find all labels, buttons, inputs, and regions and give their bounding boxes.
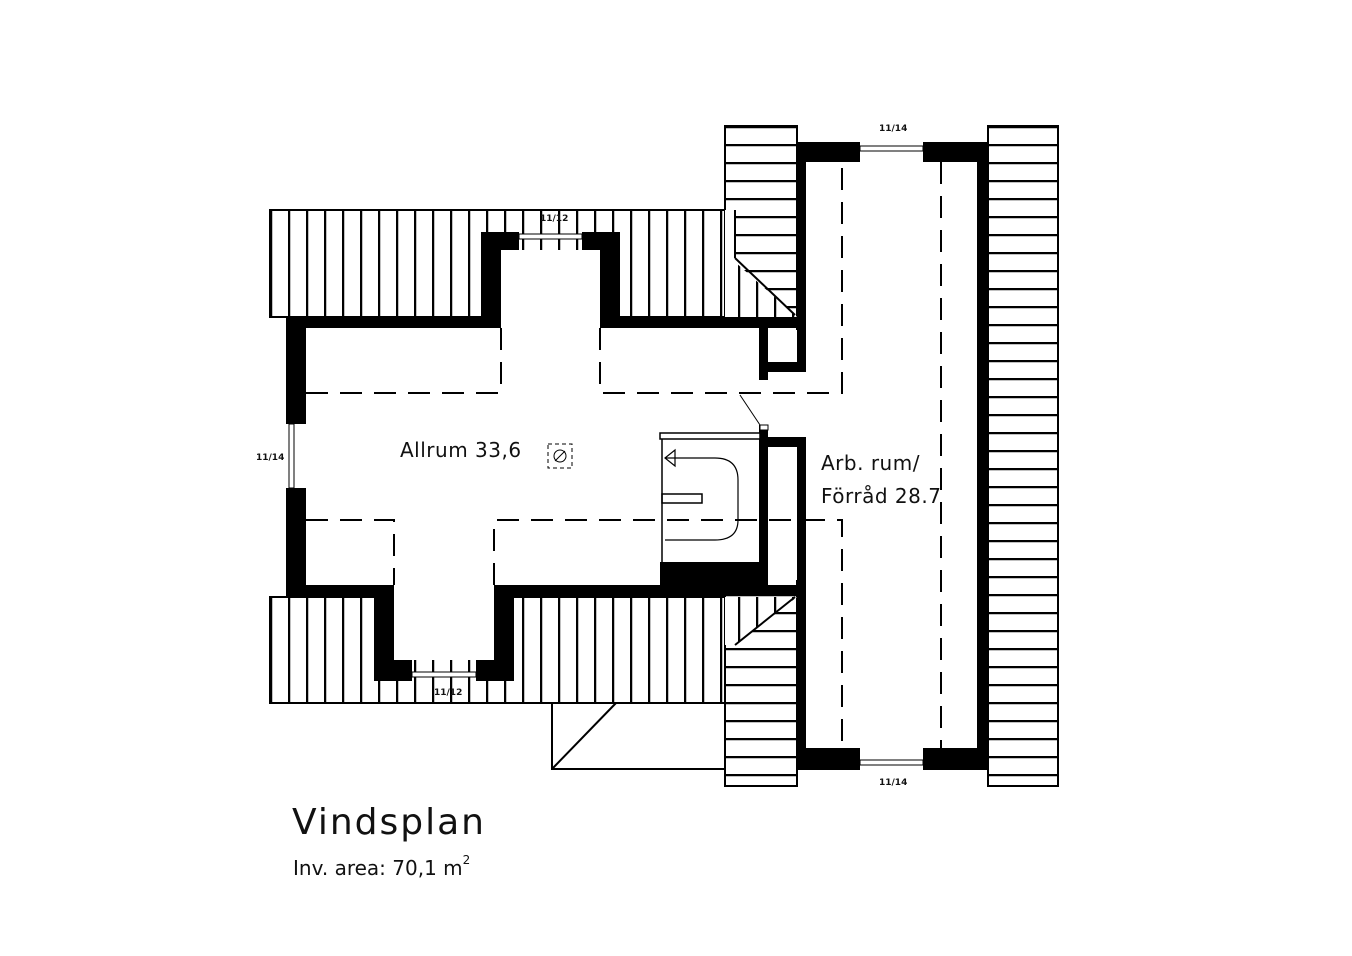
stair <box>659 394 769 562</box>
window-label-bottom-dormer: 11/12 <box>434 688 463 698</box>
windows <box>288 145 924 766</box>
walls <box>286 142 988 770</box>
window-top-dormer <box>518 233 583 240</box>
room-label-arb-rum-line2: Förråd 28.7 <box>821 484 942 508</box>
window-bottom-right <box>859 759 924 766</box>
entrance-canopy <box>551 702 726 770</box>
window-label-top-dormer: 11/12 <box>540 214 569 224</box>
window-bottom-dormer <box>411 671 477 678</box>
window-top-right <box>859 145 924 152</box>
ventilation-icon <box>547 443 573 469</box>
drawing-title: Vindsplan <box>292 802 486 843</box>
subtitle-prefix: Inv. area: <box>293 856 393 880</box>
interior-floor <box>306 162 976 748</box>
room-label-arb-rum-line1: Arb. rum/ <box>821 451 920 475</box>
stair-direction-arrow <box>664 448 676 468</box>
dashed-lines <box>306 162 942 748</box>
window-label-top-right: 11/14 <box>879 124 908 134</box>
window-label-bottom-right: 11/14 <box>879 778 908 788</box>
subtitle-unit-sup: 2 <box>462 853 471 867</box>
room-label-allrum: Allrum 33,6 <box>400 438 522 462</box>
subtitle-value: 70,1 m <box>392 856 463 880</box>
drawing-subtitle: Inv. area: 70,1 m2 <box>293 853 471 880</box>
window-label-left-gable: 11/14 <box>256 453 285 463</box>
window-left-gable <box>288 423 295 489</box>
